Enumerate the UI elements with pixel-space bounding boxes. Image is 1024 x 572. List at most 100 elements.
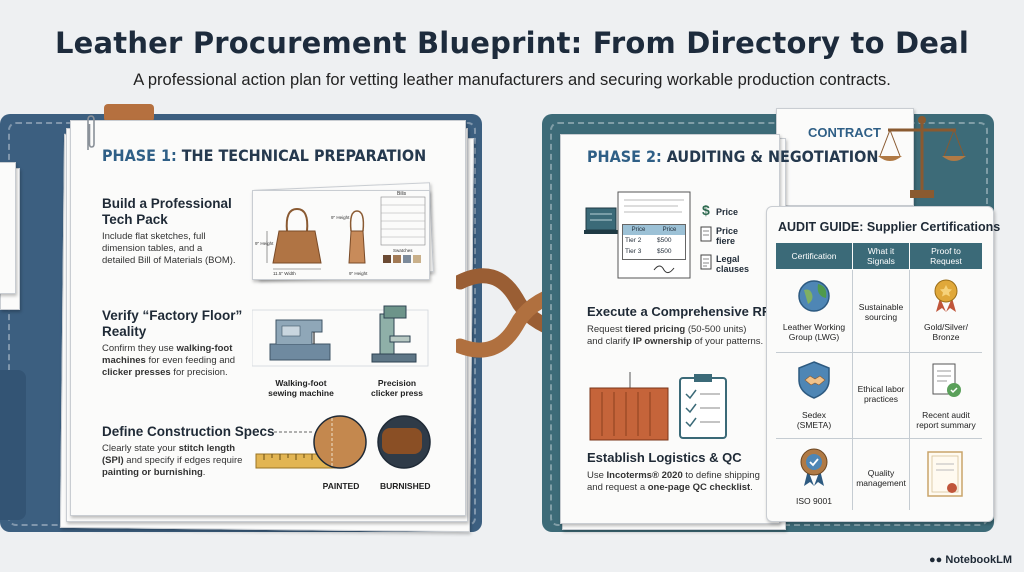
audit-row2-proof-line2: report summary <box>916 420 976 430</box>
shipping-container-icon <box>589 372 669 441</box>
burnished-caption: BURNISHED <box>380 481 431 491</box>
tech-pack-body-line2: dimension tables, and a <box>102 243 203 254</box>
factory-floor-text: for precision. <box>170 367 228 378</box>
burnished-edge-icon <box>377 415 431 469</box>
tech-pack-title: Build a Professional Tech Pack <box>102 196 232 228</box>
rfq-text: of your patterns. <box>691 336 764 347</box>
audit-report-icon <box>932 363 961 397</box>
phase1-number: PHASE 1: <box>102 146 177 165</box>
audit-row2-cert-line2: (SMETA) <box>796 420 832 430</box>
rfq-body: Request tiered pricing (50-500 units) an… <box>587 324 763 348</box>
price-table: Price Price Tier 2 $500 Tier 3 $500 <box>622 224 686 260</box>
notebooklm-watermark: ●● NotebookLM <box>929 554 1012 566</box>
audit-row2-proof: Recent audit report summary <box>910 410 982 430</box>
audit-col-signals: What it Signals <box>853 243 909 269</box>
sketch-width-label: 11.5" Width <box>273 271 296 276</box>
clicker-press-caption-line2: clicker press <box>371 388 423 398</box>
factory-floor-title: Verify “Factory Floor” Reality <box>102 308 242 340</box>
tech-pack-body: Include flat sketches, full dimension ta… <box>102 231 236 267</box>
construction-specs-title: Define Construction Specs <box>102 424 275 439</box>
walking-foot-caption-line2: sewing machine <box>268 388 334 398</box>
audit-col-proof: Proof to Request <box>910 243 982 269</box>
factory-floor-title-line2: Reality <box>102 324 147 339</box>
handshake-shield-icon <box>798 361 830 399</box>
audit-divider <box>852 270 853 510</box>
audit-divider <box>909 270 910 510</box>
construction-bold: (SPI) <box>102 455 124 466</box>
price-tiers-legend: Price fiere <box>716 226 738 246</box>
sketch-bom-title: Bilis <box>397 191 407 197</box>
factory-floor-bold: walking-foot <box>176 343 233 354</box>
construction-text: . <box>202 467 206 478</box>
rfq-text: and clarify <box>587 336 633 347</box>
rfq-text: Request <box>587 324 626 335</box>
legal-doc-icon <box>700 254 712 270</box>
logistics-text: to define shipping <box>682 470 760 481</box>
walking-foot-caption-line1: Walking-foot <box>275 378 327 388</box>
audit-row-divider <box>776 352 982 353</box>
globe-leaf-icon <box>798 280 830 312</box>
rfq-bold: tiered pricing <box>625 324 686 335</box>
page-subtitle: A professional action plan for vetting l… <box>133 71 891 89</box>
logistics-text: Use <box>587 470 607 481</box>
clicker-press-caption: Precision clicker press <box>362 378 432 398</box>
sketch-height-label: 9" Height <box>255 241 274 246</box>
audit-col-proof-line2: Request <box>930 256 962 266</box>
folder-pocket <box>0 370 26 520</box>
laptop-icon <box>584 207 618 234</box>
price-table-cell: $500 <box>657 237 672 244</box>
phase1-title: THE TECHNICAL PREPARATION <box>176 146 427 165</box>
audit-row2-proof-line1: Recent audit <box>922 410 970 420</box>
sketch-height-label-2: 9" Height <box>349 271 368 276</box>
painted-edge-icon <box>313 415 367 469</box>
logistics-text: . <box>750 482 753 493</box>
tech-pack-body-line1: Include flat sketches, full <box>102 231 206 242</box>
price-table-cell: $500 <box>657 248 672 255</box>
stitch-ruler-illustration <box>255 415 431 469</box>
audit-row2-cert: Sedex (SMETA) <box>776 410 852 430</box>
dollar-icon: $ <box>702 202 710 218</box>
audit-row1-cert-line2: Group (LWG) <box>788 332 840 342</box>
logistics-body: Use Incoterms® 2020 to define shipping a… <box>587 470 760 494</box>
walking-foot-caption: Walking-foot sewing machine <box>266 378 336 398</box>
audit-row-divider <box>776 438 982 439</box>
logistics-title: Establish Logistics & QC <box>587 450 742 465</box>
phase2-number: PHASE 2: <box>587 147 662 166</box>
audit-row1-signal-line1: Sustainable <box>858 302 904 312</box>
factory-floor-body: Confirm they use walking-foot machines f… <box>102 343 235 379</box>
tech-pack-sketch: 11.5" Width 9" Height 9" Height 9" Heigh… <box>252 190 430 280</box>
logistics-bold: Incoterms® 2020 <box>606 470 683 481</box>
price-table-cell: Tier 3 <box>625 248 642 255</box>
sewing-machine-icon <box>269 319 331 361</box>
phase2-heading: PHASE 2: AUDITING & NEGOTIATION <box>587 147 878 166</box>
page-icon <box>700 226 712 242</box>
phase2-title: AUDITING & NEGOTIATION <box>661 147 879 166</box>
factory-floor-text: for even feeding and <box>145 355 236 366</box>
audit-col-signals-line2: Signals <box>867 256 895 266</box>
machines-illustration <box>252 305 429 367</box>
audit-row2-signal: Ethical labor practices <box>853 384 909 404</box>
construction-specs-body: Clearly state your stitch length (SPI) a… <box>102 443 242 479</box>
page-title: Leather Procurement Blueprint: From Dire… <box>54 26 970 60</box>
price-table-cell: Tier 2 <box>625 237 642 244</box>
iso-badge-icon <box>800 448 828 486</box>
audit-row1-proof-line1: Gold/Silver/ <box>924 322 968 332</box>
factory-floor-title-line1: Verify “Factory Floor” <box>102 308 243 323</box>
logistics-illustration <box>589 372 727 441</box>
legal-line2: clauses <box>716 264 750 274</box>
clicker-press-caption-line1: Precision <box>377 378 417 388</box>
audit-col-proof-line1: Proof to <box>931 246 961 256</box>
construction-text: and specify if edges require <box>123 455 243 466</box>
sketch-swatch-title: Swatches <box>393 248 413 253</box>
background-sheet <box>0 162 16 294</box>
factory-floor-bold: clicker presses <box>102 367 171 378</box>
folder-tab <box>104 104 154 122</box>
audit-col-certification: Certification <box>776 243 852 269</box>
price-legend-label: Price <box>716 207 739 217</box>
scales-of-justice-icon <box>878 116 966 198</box>
audit-row1-signal-line2: sourcing <box>864 312 898 322</box>
certificate-icon <box>927 451 963 497</box>
audit-guide-title: AUDIT GUIDE: Supplier Certifications <box>778 220 1001 234</box>
tech-pack-body-line3: detailed Bill of Materials (BOM). <box>102 255 236 266</box>
audit-row2-signal-line2: practices <box>863 394 898 404</box>
